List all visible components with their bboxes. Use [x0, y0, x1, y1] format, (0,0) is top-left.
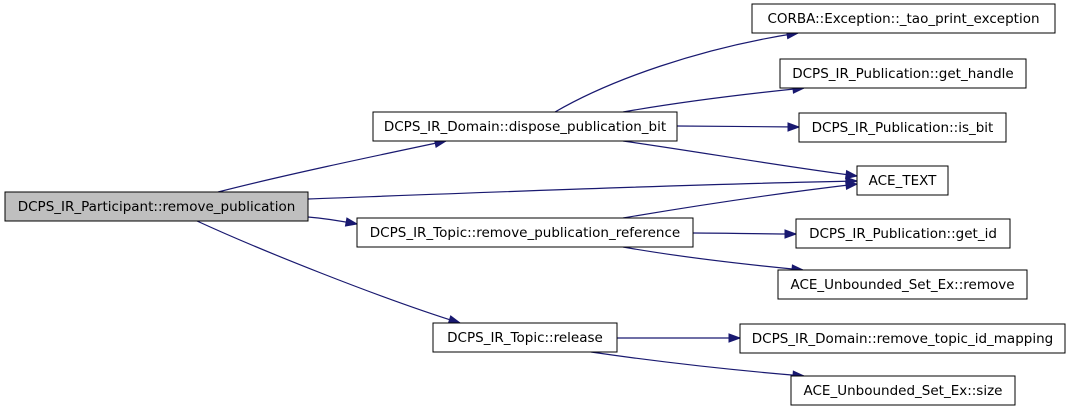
edge-remove_publication_reference-to-set_remove: [622, 246, 805, 274]
edge-dispose_publication_bit-to-is_bit: [676, 122, 801, 132]
arrowhead: [784, 229, 798, 239]
edge-remove_publication-to-ace_text: [307, 176, 859, 200]
node-remove-publication[interactable]: DCPS_IR_Participant::remove_publication: [4, 191, 309, 222]
node-label: DCPS_IR_Domain::remove_topic_id_mapping: [752, 331, 1053, 347]
node-label: DCPS_IR_Topic::remove_publication_refere…: [370, 225, 680, 241]
edge-remove_publication-to-dispose_publication_bit: [217, 138, 448, 193]
arrowhead: [728, 333, 742, 343]
node-is-bit[interactable]: DCPS_IR_Publication::is_bit: [798, 112, 1007, 143]
node-set-remove[interactable]: ACE_Unbounded_Set_Ex::remove: [777, 269, 1028, 300]
node-label: CORBA::Exception::_tao_print_exception: [767, 11, 1039, 27]
node-label: ACE_Unbounded_Set_Ex::remove: [790, 277, 1014, 293]
node-topic-release[interactable]: DCPS_IR_Topic::release: [432, 322, 618, 353]
edge-dispose_publication_bit-to-get_handle: [622, 84, 806, 113]
edge-dispose_publication_bit-to-ace_text: [622, 140, 859, 180]
edge-dispose_publication_bit-to-tao_print_exception: [554, 30, 800, 113]
edges-layer: [196, 30, 859, 380]
node-label: DCPS_IR_Publication::get_handle: [792, 66, 1014, 82]
arrowhead: [845, 180, 859, 191]
arrowhead: [447, 315, 462, 325]
node-get-handle[interactable]: DCPS_IR_Publication::get_handle: [779, 58, 1027, 89]
edge-remove_publication-to-topic_release: [196, 220, 462, 325]
node-label: DCPS_IR_Publication::is_bit: [812, 120, 994, 136]
node-get-id[interactable]: DCPS_IR_Publication::get_id: [795, 218, 1011, 249]
node-label: DCPS_IR_Publication::get_id: [809, 226, 997, 242]
node-label: DCPS_IR_Topic::release: [447, 330, 603, 346]
edge-topic_release-to-set_size: [590, 351, 806, 380]
edge-remove_publication_reference-to-get_id: [692, 229, 798, 239]
edge-remove_publication_reference-to-ace_text: [622, 180, 859, 219]
arrowhead: [344, 217, 359, 227]
arrowhead: [787, 122, 801, 132]
node-dispose-publication-bit[interactable]: DCPS_IR_Domain::dispose_publication_bit: [372, 111, 678, 142]
edge-topic_release-to-remove_topic_id_mapping: [616, 333, 742, 343]
node-set-size[interactable]: ACE_Unbounded_Set_Ex::size: [790, 375, 1016, 406]
edge-remove_publication-to-remove_publication_reference: [307, 216, 359, 227]
node-ace-text[interactable]: ACE_TEXT: [856, 165, 949, 196]
node-remove-topic-id-mapping[interactable]: DCPS_IR_Domain::remove_topic_id_mapping: [739, 323, 1066, 354]
node-label: ACE_Unbounded_Set_Ex::size: [804, 383, 1003, 399]
node-tao-print-exception[interactable]: CORBA::Exception::_tao_print_exception: [751, 3, 1056, 34]
node-label: DCPS_IR_Participant::remove_publication: [18, 199, 296, 215]
node-remove-publication-reference[interactable]: DCPS_IR_Topic::remove_publication_refere…: [356, 217, 694, 248]
node-label: DCPS_IR_Domain::dispose_publication_bit: [384, 119, 666, 135]
node-label: ACE_TEXT: [869, 173, 937, 189]
arrowhead: [844, 169, 859, 180]
